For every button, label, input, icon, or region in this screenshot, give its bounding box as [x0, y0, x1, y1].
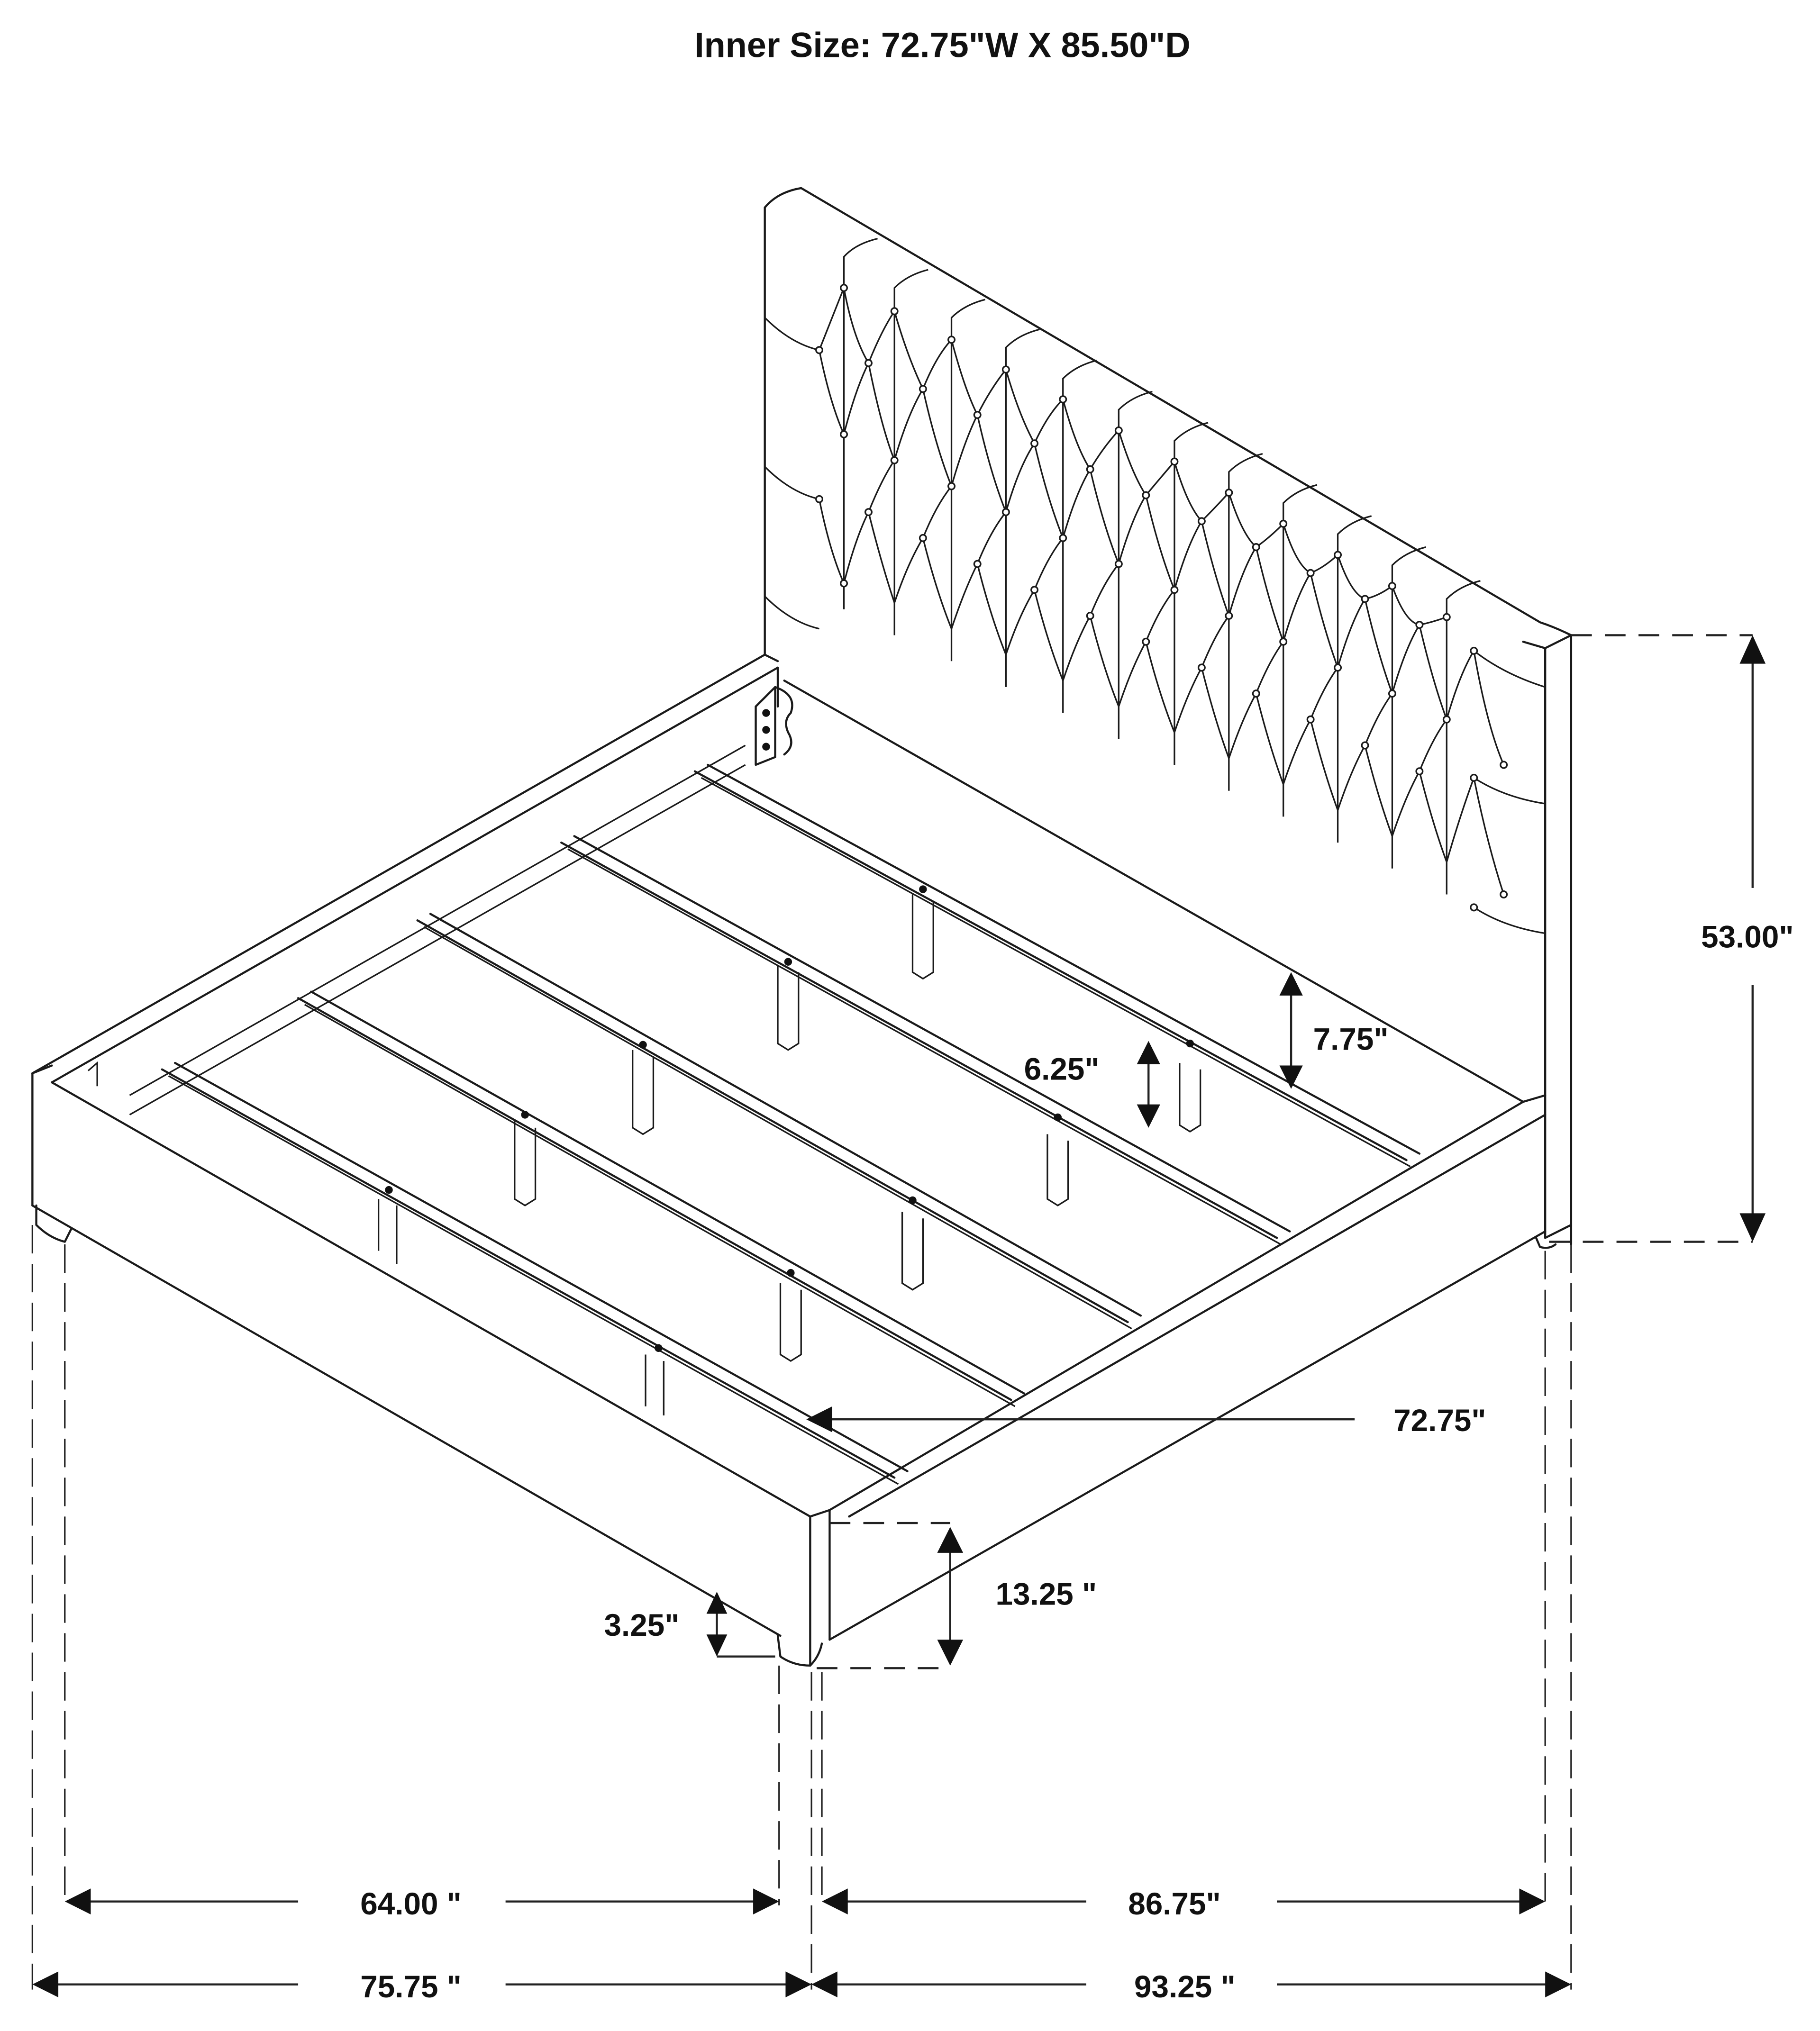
- title-inner-size: Inner Size: 72.75"W X 85.50"D: [694, 26, 1191, 65]
- headboard: [764, 187, 1573, 1246]
- headboard-channels: [843, 237, 1481, 895]
- dim-inner-width: 72.75": [806, 1403, 1486, 1438]
- dim-overall-width: 75.75 ": [32, 1969, 812, 2004]
- slat-supports: [377, 894, 1201, 1415]
- slats: [161, 763, 1421, 1485]
- legs: [35, 1204, 1557, 1667]
- dim-side-rail-height: 7.75": [1279, 972, 1388, 1089]
- label-leg-height: 3.25": [604, 1608, 680, 1642]
- tuft-buttons: [815, 284, 1508, 912]
- label-inner-length: 86.75": [1128, 1886, 1220, 1921]
- label-side-rail-height: 7.75": [1313, 1022, 1389, 1057]
- dim-overall-length: 93.25 ": [811, 1969, 1571, 2004]
- label-overall-width: 75.75 ": [360, 1969, 462, 2004]
- slat-screws: [385, 885, 1194, 1352]
- dim-headboard-height: 53.00": [1549, 634, 1794, 1243]
- label-inner-width: 72.75": [1393, 1403, 1486, 1438]
- dim-inner-width-front: 64.00 ": [64, 1886, 779, 1921]
- label-inner-width-front: 64.00 ": [360, 1886, 462, 1921]
- label-footboard-height: 13.25 ": [996, 1577, 1097, 1611]
- dim-inner-length: 86.75": [822, 1886, 1546, 1921]
- bed-frame: [31, 653, 1573, 1667]
- dim-slat-support-height: 6.25": [1024, 1041, 1160, 1128]
- dim-leg-height: 3.25": [604, 1591, 775, 1658]
- label-headboard-height: 53.00": [1701, 920, 1793, 954]
- headboard-tufting: [764, 287, 1546, 934]
- extension-lines: [31, 1224, 1572, 1990]
- label-overall-length: 93.25 ": [1134, 1969, 1236, 2004]
- dim-footboard-height: 13.25 ": [817, 1522, 1097, 1669]
- label-slat-support-height: 6.25": [1024, 1052, 1100, 1087]
- rail-bracket: [755, 686, 793, 766]
